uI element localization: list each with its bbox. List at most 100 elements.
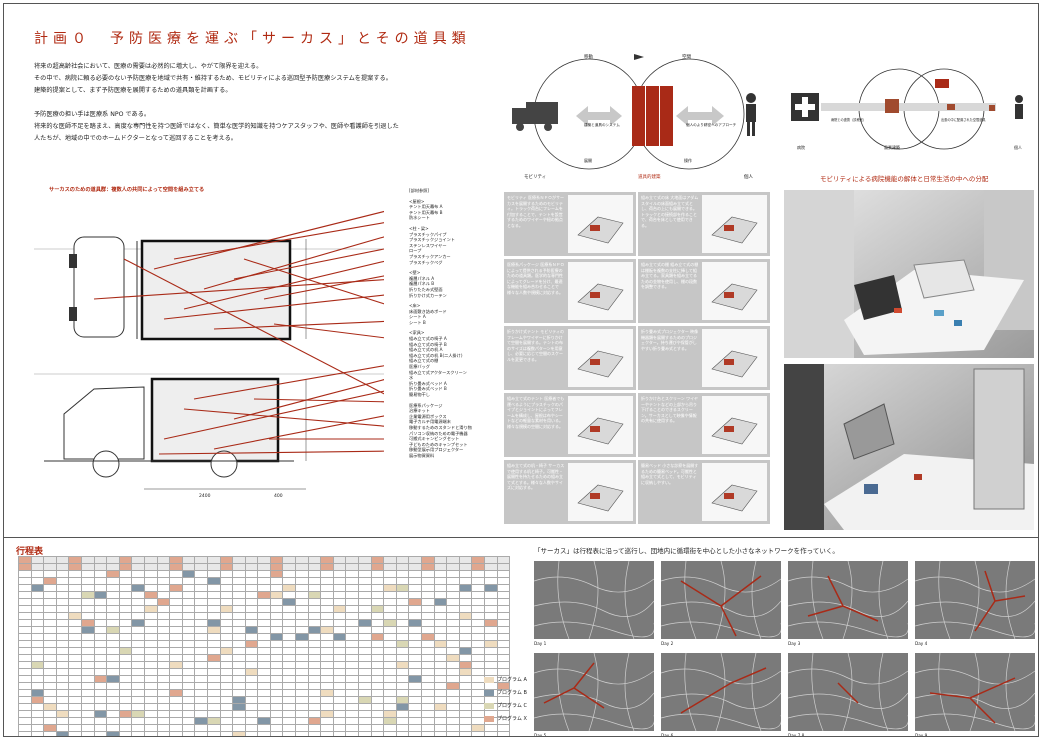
schedule-cell	[433, 696, 448, 704]
schedule-cell	[244, 605, 259, 613]
schedule-cell	[55, 724, 70, 732]
schedule-cell	[68, 570, 82, 578]
schedule-cell	[395, 570, 410, 578]
double-arrow-icon	[576, 106, 622, 126]
parts-item: 折り畳み式ベッド B	[409, 386, 447, 392]
schedule-cell	[421, 689, 435, 697]
schedule-cell	[345, 598, 360, 606]
schedule-cell	[232, 654, 246, 662]
schedule-cell	[358, 654, 372, 662]
schedule-cell	[30, 703, 45, 711]
schedule-cell	[43, 647, 57, 655]
schedule-cell	[156, 619, 171, 627]
schedule-row	[18, 598, 511, 606]
legend-swatch	[484, 689, 494, 696]
schedule-cell	[68, 626, 82, 634]
schedule-cell	[332, 591, 347, 599]
schedule-cell	[43, 591, 57, 599]
schedule-cell	[131, 633, 145, 641]
schedule-cell	[421, 563, 435, 571]
schedule-cell	[257, 675, 271, 683]
schedule-cell	[219, 577, 234, 585]
schedule-cell	[244, 703, 259, 711]
schedule-cell	[219, 633, 234, 641]
schedule-cell	[370, 584, 385, 592]
parts-item: テント用天幕布 A	[409, 204, 443, 210]
schedule-cell	[433, 661, 448, 669]
schedule-cell	[395, 731, 410, 736]
schedule-cell	[496, 591, 511, 599]
schedule-cell	[320, 689, 334, 697]
schedule-cell	[295, 563, 309, 571]
schedule-cell	[496, 640, 511, 648]
schedule-cell	[18, 598, 32, 606]
schedule-cell	[18, 605, 32, 613]
schedule-cell	[219, 563, 234, 571]
schedule-cell	[106, 647, 120, 655]
schedule-cell	[143, 619, 158, 627]
diagram-label-move: 移動	[584, 53, 593, 60]
schedule-cell	[131, 605, 145, 613]
schedule-cell	[194, 570, 208, 578]
schedule-cell	[446, 724, 460, 732]
schedule-cell	[131, 647, 145, 655]
schedule-cell	[68, 696, 82, 704]
schedule-cell	[395, 605, 410, 613]
schedule-cell	[55, 710, 70, 718]
schedule-cell	[370, 696, 385, 704]
schedule-cell	[433, 619, 448, 627]
schedule-cell	[408, 689, 422, 697]
schedule-cell	[446, 605, 460, 613]
schedule-cell	[55, 563, 70, 571]
schedule-cell	[295, 556, 309, 564]
schedule-cell	[169, 563, 183, 571]
schedule-cell	[169, 731, 183, 736]
schedule-cell	[118, 717, 133, 725]
schedule-cell	[206, 570, 221, 578]
schedule-cell	[30, 619, 45, 627]
schedule-cell	[80, 612, 95, 620]
schedule-cell	[408, 654, 422, 662]
schedule-cell	[257, 724, 271, 732]
schedule-cell	[282, 626, 297, 634]
schedule-cell	[93, 689, 108, 697]
intro-text: 将来の超高齢社会において、医療の需要は必然的に増大し、やがて限界を迎える。 その…	[34, 61, 474, 145]
schedule-cell	[194, 661, 208, 669]
schedule-cell	[106, 724, 120, 732]
schedule-cell	[395, 577, 410, 585]
schedule-cell	[169, 668, 183, 676]
schedule-row	[18, 647, 511, 655]
schedule-cell	[93, 682, 108, 690]
schedule-cell	[395, 591, 410, 599]
schedule-cell	[244, 675, 259, 683]
schedule-cell	[446, 710, 460, 718]
schedule-cell	[206, 682, 221, 690]
schedule-cell	[93, 577, 108, 585]
schedule-cell	[269, 717, 284, 725]
schedule-cell	[206, 563, 221, 571]
schedule-cell	[30, 717, 45, 725]
schedule-cell	[206, 584, 221, 592]
schedule-cell	[194, 619, 208, 627]
network-map	[661, 561, 781, 639]
schedule-cell	[383, 682, 397, 690]
schedule-cell	[320, 731, 334, 736]
schedule-cell	[483, 647, 498, 655]
schedule-cell	[93, 563, 108, 571]
schedule-cell	[232, 640, 246, 648]
schedule-cell	[194, 556, 208, 564]
schedule-cell	[408, 626, 422, 634]
parts-item: 複層パネル A	[409, 275, 435, 281]
schedule-cell	[118, 731, 133, 736]
schedule-cell	[295, 696, 309, 704]
schedule-cell	[471, 717, 485, 725]
schedule-cell	[446, 647, 460, 655]
diagram-label-person: 個人	[1014, 144, 1022, 150]
schedule-cell	[194, 584, 208, 592]
diagram-label-clinic: 病院との連携（診療室）	[831, 117, 866, 122]
schedule-cell	[156, 570, 171, 578]
schedule-cell	[307, 668, 322, 676]
schedule-cell	[269, 584, 284, 592]
schedule-cell	[194, 633, 208, 641]
schedule-cell	[395, 640, 410, 648]
